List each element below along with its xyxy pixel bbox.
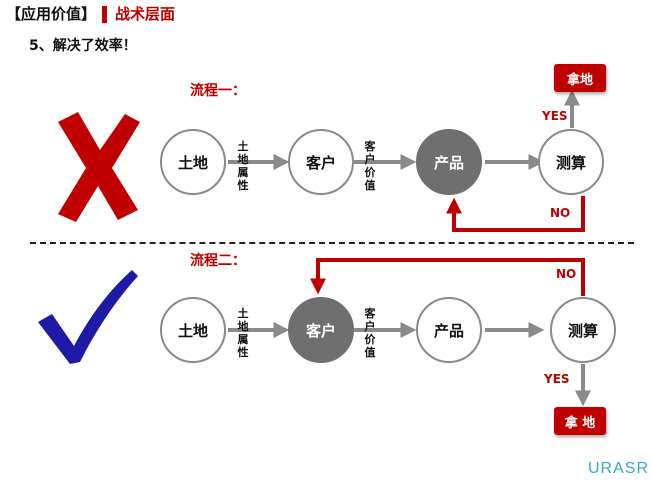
flow2-title: 流程二：	[190, 253, 246, 269]
brand-logo: URASR	[588, 460, 650, 477]
section-divider	[30, 242, 634, 244]
flow2-edge-label-customer: 客户价值	[364, 307, 376, 359]
flow2-no-loop	[310, 258, 585, 296]
blue-check-icon	[38, 270, 138, 364]
flow2-node-land: 土地	[160, 297, 226, 363]
flow1-edge-label-land: 土地属性	[237, 140, 249, 192]
flow2-node-calc: 测算	[550, 297, 616, 363]
flow1-node-calc: 测算	[538, 129, 604, 195]
flow1-node-customer: 客户	[288, 129, 354, 195]
flow2-node-customer: 客户	[288, 297, 354, 363]
header: 【应用价值】 战术层面	[6, 4, 175, 24]
red-cross-icon	[58, 112, 140, 222]
header-divider-bar	[102, 5, 108, 23]
flow1-result-badge: 拿地	[554, 64, 606, 92]
sub-label: 战术层面	[115, 5, 176, 23]
flow2-node-product: 产品	[416, 297, 482, 363]
flow2-edge-label-land: 土地属性	[237, 307, 249, 359]
flow2-no-label: NO	[556, 267, 577, 281]
flow1-node-product: 产品	[416, 129, 482, 195]
flow1-no-loop	[446, 196, 585, 232]
flow1-node-land: 土地	[160, 129, 226, 195]
flow2-result-badge: 拿 地	[554, 407, 606, 435]
section-label: 【应用价值】	[6, 5, 97, 23]
flow1-edge-label-customer: 客户价值	[364, 140, 376, 192]
flow1-no-label: NO	[550, 206, 571, 220]
subtitle: 5、解决了效率！	[29, 38, 137, 54]
flow2-yes-label: YES	[544, 372, 570, 386]
flow1-yes-label: YES	[542, 109, 568, 123]
flow1-title: 流程一：	[190, 83, 246, 99]
